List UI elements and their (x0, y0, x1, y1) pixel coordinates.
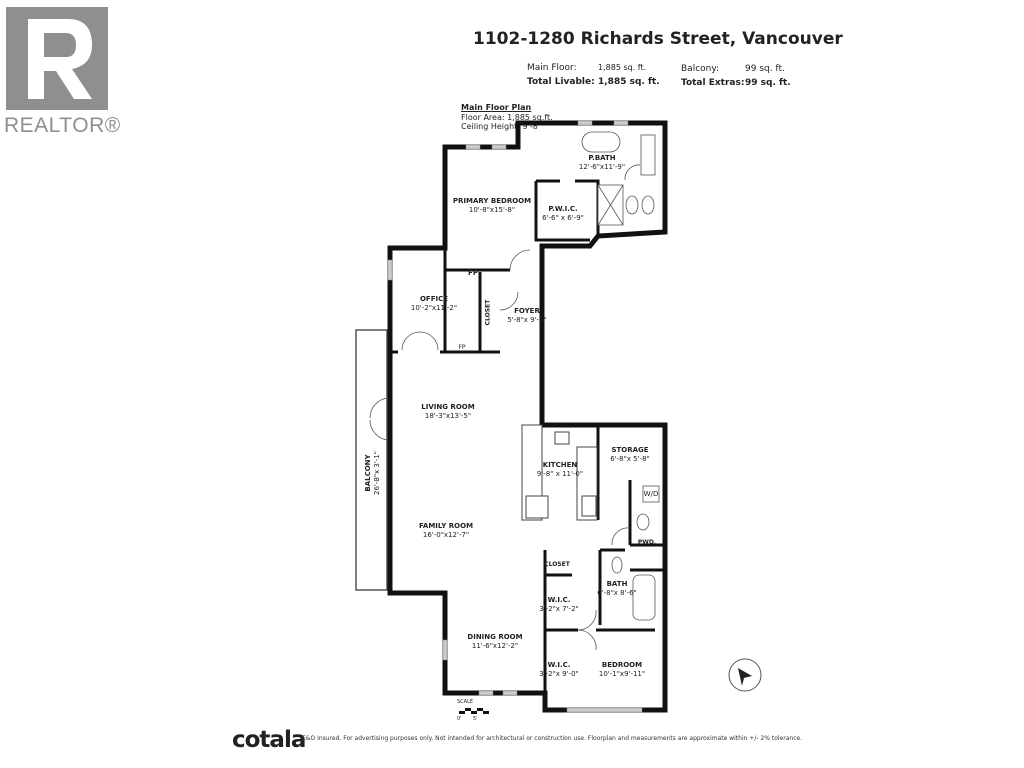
cooktop (525, 495, 549, 519)
property-address: 1102-1280 Richards Street, Vancouver (473, 29, 843, 49)
wd-label: W/D (643, 490, 659, 498)
disclaimer: E&O Insured. For advertising purposes on… (302, 735, 803, 742)
main-floor-label: Main Floor: (527, 63, 577, 73)
total-extras-value: 99 sq. ft. (745, 78, 791, 88)
floor-area: Floor Area: 1,885 sq.ft. (461, 113, 553, 122)
exterior-walls (387, 120, 668, 713)
total-livable-label: Total Livable: (527, 77, 595, 87)
fixtures (581, 131, 660, 621)
scale-bar (459, 708, 489, 714)
realtor-r-icon (28, 19, 92, 99)
closet-label-foyer: CLOSET (484, 299, 492, 326)
bidet (641, 195, 655, 215)
scale-max: 5' (473, 716, 478, 722)
room-wic-1: W.I.C.3'-2"x 7'-2" (539, 596, 579, 613)
balcony-label: Balcony: (681, 64, 720, 74)
closet-label: CLOSET (544, 561, 570, 568)
windows (387, 120, 643, 713)
balcony-outline (355, 329, 388, 591)
room-pwic: P.W.I.C.6'-6" x 6'-9" (542, 205, 584, 222)
total-extras-label: Total Extras: (681, 78, 745, 88)
washer-dryer (642, 485, 660, 503)
realtor-wordmark: REALTOR® (4, 114, 121, 137)
cotala-logo: cotala (232, 727, 306, 753)
scale-label: SCALE (457, 699, 474, 705)
ceiling-height: Ceiling Height: 9'-8" (461, 122, 542, 131)
compass-icon (728, 658, 762, 692)
room-wic-2: W.I.C.3'-2"x 9'-0" (539, 661, 579, 678)
kitchen-counters (521, 424, 598, 521)
pwd-toilet (636, 513, 650, 531)
interior-walls (390, 147, 665, 693)
vanity (640, 134, 656, 176)
bath-tub (632, 574, 656, 621)
bathtub (581, 131, 621, 153)
realtor-logo (6, 7, 108, 110)
bath-toilet (611, 556, 623, 574)
fireplace-label: FP (468, 269, 478, 277)
balcony-value: 99 sq. ft. (745, 64, 785, 74)
scale-min: 0' (457, 716, 462, 722)
main-floor-value: 1,885 sq. ft. (598, 63, 647, 72)
pwd-label: PWD. (637, 539, 657, 546)
sink (581, 495, 597, 517)
toilet (625, 195, 639, 215)
total-livable-value: 1,885 sq. ft. (598, 77, 660, 87)
fireplace-label-office: FP (458, 344, 466, 351)
doors (369, 164, 641, 651)
plan-title: Main Floor Plan (461, 103, 532, 112)
